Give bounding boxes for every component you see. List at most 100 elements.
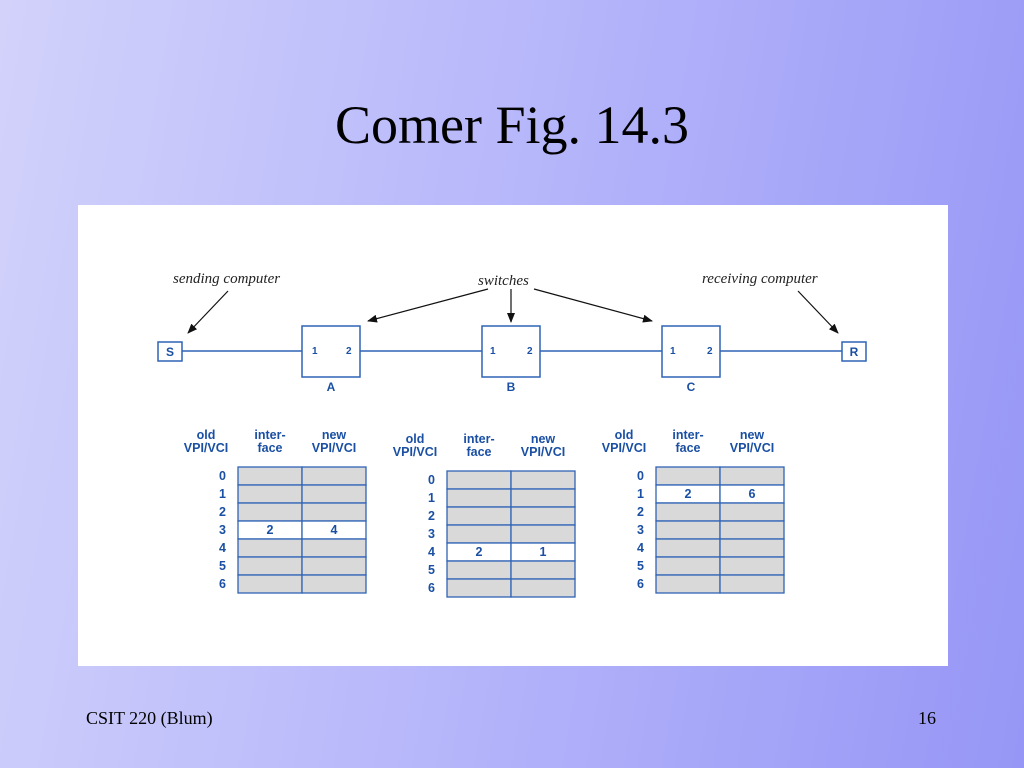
sending-arrow (187, 290, 229, 334)
header-interface-line2: face (675, 441, 700, 455)
table-cell (446, 470, 512, 490)
table-cell (510, 524, 576, 544)
table-cell (655, 574, 721, 594)
header-new-line2: VPI/VCI (730, 441, 774, 455)
table-cell (719, 574, 785, 594)
slide-title: Comer Fig. 14.3 (334, 95, 689, 155)
switch-b-name: B (507, 380, 516, 394)
switch-b-box (481, 325, 541, 378)
table-cell (719, 502, 785, 522)
receiver-node (841, 341, 867, 362)
row-index-label: 1 (637, 487, 644, 501)
figure-canvas: sending computer switches receiving comp… (157, 271, 867, 598)
table-cell (301, 466, 367, 486)
cell-interface-value: 2 (685, 487, 692, 501)
table-cell (237, 574, 303, 594)
row-index-label: 0 (219, 469, 226, 483)
switch-b-port-2: 2 (527, 346, 533, 357)
switch-a: 1 2 A (301, 325, 361, 394)
receiver-label: R (850, 345, 859, 359)
sending-computer-label: sending computer (173, 271, 280, 287)
table-cell (510, 506, 576, 526)
table-cell (446, 524, 512, 544)
header-old-line1: old (615, 428, 634, 442)
row-index-label: 5 (637, 559, 644, 573)
header-new-line1: new (322, 428, 347, 442)
header-new-line2: VPI/VCI (312, 441, 356, 455)
header-interface-line1: inter- (254, 428, 285, 442)
row-index-label: 1 (219, 487, 226, 501)
header-interface-line2: face (257, 441, 282, 455)
table-cell (510, 560, 576, 580)
row-index-label: 5 (219, 559, 226, 573)
switches-label: switches (478, 273, 529, 289)
header-new-line2: VPI/VCI (521, 445, 565, 459)
row-index-label: 4 (637, 541, 644, 555)
header-interface-line1: inter- (463, 432, 494, 446)
cell-new-vpi-value: 4 (331, 523, 338, 537)
header-old-line1: old (406, 432, 425, 446)
row-index-label: 4 (428, 545, 435, 559)
table-cell (510, 578, 576, 598)
table-cell (237, 502, 303, 522)
table-cell (446, 488, 512, 508)
table-cell (301, 574, 367, 594)
row-index-label: 0 (428, 473, 435, 487)
row-index-label: 6 (428, 581, 435, 595)
table-cell (301, 556, 367, 576)
header-old-line2: VPI/VCI (184, 441, 228, 455)
row-index-label: 5 (428, 563, 435, 577)
table-cell (719, 520, 785, 540)
table-cell (301, 484, 367, 504)
cell-interface-value: 2 (267, 523, 274, 537)
switch-b: 1 2 B (481, 325, 541, 394)
row-index-label: 2 (219, 505, 226, 519)
table-cell (655, 520, 721, 540)
footer-course: CSIT 220 (Blum) (86, 708, 213, 728)
table-cell (237, 556, 303, 576)
table-cell (655, 538, 721, 558)
row-index-label: 1 (428, 491, 435, 505)
header-new-line1: new (531, 432, 556, 446)
switch-b-port-1: 1 (490, 346, 496, 357)
header-interface-line2: face (466, 445, 491, 459)
row-index-label: 2 (428, 509, 435, 523)
switch-a-port-1: 1 (312, 346, 318, 357)
switch-c-box (661, 325, 721, 378)
table-cell (301, 502, 367, 522)
table-cell (655, 556, 721, 576)
table-cell (510, 488, 576, 508)
cell-new-vpi-value: 6 (749, 487, 756, 501)
switch-a-port-2: 2 (346, 346, 352, 357)
header-old-line2: VPI/VCI (602, 441, 646, 455)
table-cell (719, 538, 785, 558)
switch-a-box (301, 325, 361, 378)
row-index-label: 3 (637, 523, 644, 537)
cell-interface-value: 2 (476, 545, 483, 559)
cell-new-vpi-value: 1 (540, 545, 547, 559)
switch-c-name: C (687, 380, 696, 394)
table-cell (301, 538, 367, 558)
row-index-label: 3 (219, 523, 226, 537)
switch-c: 1 2 C (661, 325, 721, 394)
switch-a-name: A (327, 380, 336, 394)
row-index-label: 6 (637, 577, 644, 591)
header-new-line1: new (740, 428, 765, 442)
sender-label: S (166, 345, 174, 359)
table-cell (655, 502, 721, 522)
table-cell (446, 560, 512, 580)
row-index-label: 2 (637, 505, 644, 519)
table-cell (446, 578, 512, 598)
sender-node (157, 341, 183, 362)
row-index-label: 6 (219, 577, 226, 591)
atm-switching-figure: sending computer switches receiving comp… (78, 205, 948, 666)
table-cell (237, 466, 303, 486)
row-index-label: 4 (219, 541, 226, 555)
table-cell (237, 538, 303, 558)
table-cell (719, 556, 785, 576)
table-cell (446, 506, 512, 526)
switch-c-port-2: 2 (707, 346, 713, 357)
